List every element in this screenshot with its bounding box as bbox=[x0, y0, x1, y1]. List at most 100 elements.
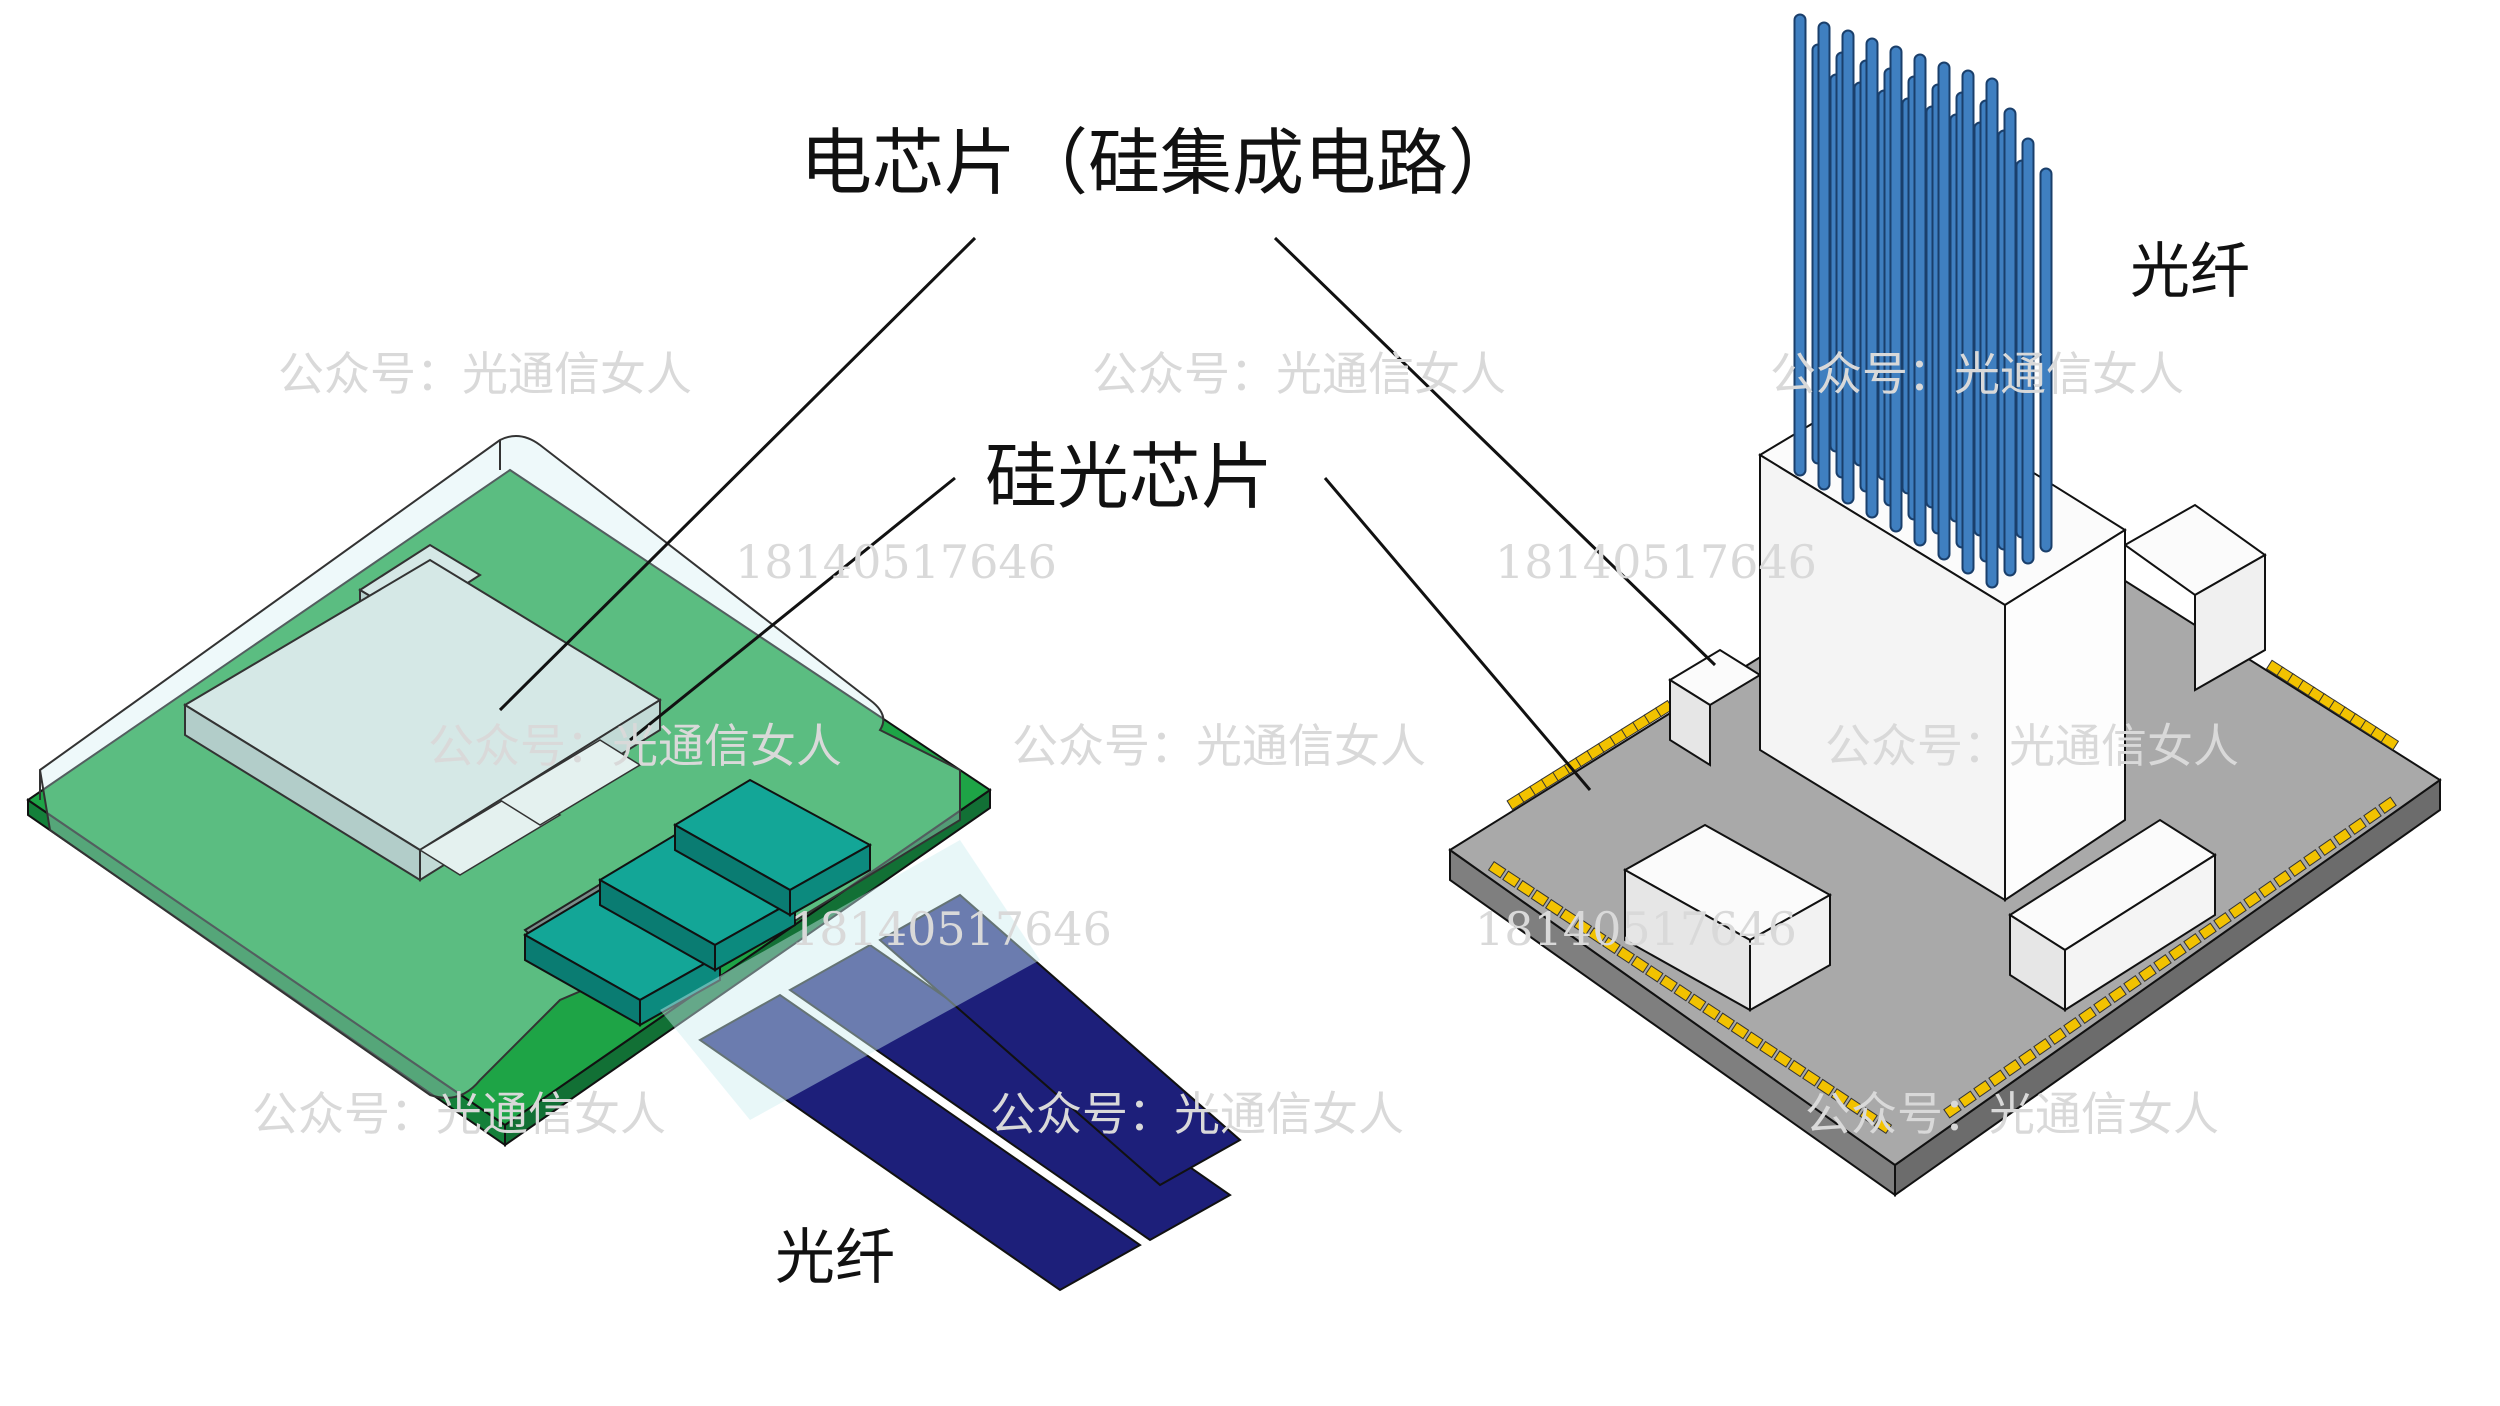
gold-pad bbox=[1659, 974, 1678, 993]
gold-pad bbox=[2198, 922, 2217, 941]
watermark-account: 公众号：光通信女人 bbox=[1825, 719, 2239, 773]
gold-pad bbox=[1530, 889, 1550, 907]
label-electronic-chip: 电芯片（硅集成电路） bbox=[800, 121, 1520, 205]
watermark-account: 公众号：光通信女人 bbox=[990, 1087, 1404, 1141]
left-fiber-ribbon bbox=[660, 840, 1242, 1292]
fiber-2 bbox=[788, 943, 1232, 1242]
gold-pad bbox=[2093, 995, 2112, 1014]
gold-pad bbox=[2018, 1048, 2037, 1067]
watermark-account: 公众号：光通信女人 bbox=[278, 347, 692, 401]
watermark-account: 公众号：光通信女人 bbox=[1770, 347, 2184, 401]
gold-pad bbox=[1773, 1050, 1793, 1068]
gold-pad bbox=[2168, 943, 2187, 962]
gold-pad bbox=[1859, 1107, 1878, 1125]
leader-photonic-right bbox=[1323, 477, 1592, 791]
watermark-account: 公众号：光通信女人 bbox=[1012, 719, 1426, 773]
gold-pad bbox=[1559, 908, 1578, 926]
gold-pad bbox=[2078, 1006, 2097, 1025]
gold-pad bbox=[2333, 827, 2352, 846]
right-optical-module bbox=[1448, 13, 2442, 1197]
gold-pad bbox=[2063, 1016, 2082, 1035]
gold-pad bbox=[2003, 1058, 2022, 1077]
watermark-phone: 18140517646 bbox=[735, 535, 1057, 589]
watermarks: 公众号：光通信女人 公众号：光通信女人 公众号：光通信女人 1814051764… bbox=[252, 347, 2239, 1141]
leader-lines bbox=[498, 236, 1717, 791]
gold-pad bbox=[1759, 1040, 1778, 1059]
label-fiber-left: 光纤 bbox=[775, 1223, 895, 1293]
gold-pad bbox=[2378, 796, 2397, 815]
gold-pad bbox=[1644, 965, 1664, 983]
gold-pad bbox=[2183, 932, 2202, 951]
gold-pad bbox=[1787, 1059, 1807, 1078]
gold-pad bbox=[2153, 953, 2172, 972]
leader-ic-left bbox=[498, 236, 977, 712]
photonic-chip-3 bbox=[673, 778, 873, 917]
photonic-chip-2 bbox=[598, 833, 798, 972]
gold-pad bbox=[1587, 927, 1607, 945]
watermark-account: 公众号：光通信女人 bbox=[428, 719, 842, 773]
watermark-phone: 18140517646 bbox=[1495, 535, 1817, 589]
left-optical-module bbox=[26, 435, 1242, 1292]
gold-pad bbox=[2348, 817, 2367, 836]
gold-pad bbox=[1687, 993, 1707, 1011]
gold-pad bbox=[2213, 911, 2232, 930]
electronic-chip-ic bbox=[183, 543, 662, 882]
label-silicon-photonic-chip: 硅光芯片 bbox=[985, 435, 1273, 519]
gold-pad bbox=[1943, 1100, 1962, 1119]
gold-pad bbox=[1816, 1078, 1836, 1097]
gold-pad bbox=[1544, 898, 1564, 917]
watermark-phone: 18140517646 bbox=[790, 902, 1112, 956]
labels: 电芯片（硅集成电路） 硅光芯片 光纤 光纤 bbox=[775, 121, 2250, 1293]
fiber-1 bbox=[698, 993, 1142, 1292]
gold-pad bbox=[1516, 879, 1536, 898]
gold-pad bbox=[1573, 917, 1593, 936]
gold-pad bbox=[2228, 901, 2247, 920]
gold-pad bbox=[2138, 964, 2157, 983]
gold-pad bbox=[1502, 870, 1521, 888]
gold-pad bbox=[1730, 1021, 1750, 1040]
gold-pad bbox=[2108, 985, 2127, 1004]
block-front-right bbox=[2008, 818, 2217, 1012]
gold-pad bbox=[2243, 890, 2262, 909]
gold-pad bbox=[2123, 974, 2142, 993]
gold-pad bbox=[1873, 1116, 1893, 1134]
watermark-account: 公众号：光通信女人 bbox=[1805, 1087, 2219, 1141]
leader-photonic-left bbox=[629, 476, 956, 742]
block-front-left bbox=[1622, 823, 1833, 1012]
silicon-photonic-chips bbox=[523, 778, 873, 1027]
gold-pad bbox=[1802, 1069, 1821, 1087]
gold-pad bbox=[1830, 1088, 1850, 1106]
gold-pad bbox=[2363, 806, 2382, 825]
gold-pad bbox=[1487, 861, 1507, 879]
gold-pad bbox=[2288, 859, 2307, 878]
gold-pad bbox=[1616, 946, 1636, 964]
gold-pad bbox=[1988, 1069, 2007, 1088]
gold-pad bbox=[1744, 1031, 1764, 1049]
block-back-right bbox=[2123, 503, 2267, 692]
gold-pad bbox=[2048, 1027, 2067, 1046]
gold-pad bbox=[2318, 838, 2337, 857]
gold-pad bbox=[1716, 1012, 1736, 1030]
watermark-account: 公众号：光通信女人 bbox=[252, 1087, 666, 1141]
leader-ic-right bbox=[1273, 236, 1717, 667]
gold-pad bbox=[1602, 936, 1621, 955]
gold-pad bbox=[1630, 955, 1650, 974]
gold-pad bbox=[1844, 1097, 1864, 1116]
gold-pad bbox=[2033, 1037, 2052, 1056]
fiber-array bbox=[1793, 13, 2053, 589]
gold-pad bbox=[2273, 869, 2292, 888]
gold-pad bbox=[1702, 1002, 1721, 1021]
gold-pad bbox=[2258, 880, 2277, 899]
gold-pad bbox=[2303, 848, 2322, 867]
gold-pad bbox=[1958, 1090, 1977, 1109]
gold-pads bbox=[1487, 659, 2400, 1134]
gold-pad bbox=[1973, 1079, 1992, 1098]
fiber-3 bbox=[878, 893, 1242, 1187]
gold-pad bbox=[1673, 984, 1693, 1002]
gold-pad bbox=[2380, 732, 2400, 751]
label-fiber-right: 光纤 bbox=[2130, 237, 2250, 307]
watermark-phone: 18140517646 bbox=[1475, 902, 1797, 956]
watermark-account: 公众号：光通信女人 bbox=[1092, 347, 1506, 401]
glass-lid-edge bbox=[39, 440, 961, 800]
